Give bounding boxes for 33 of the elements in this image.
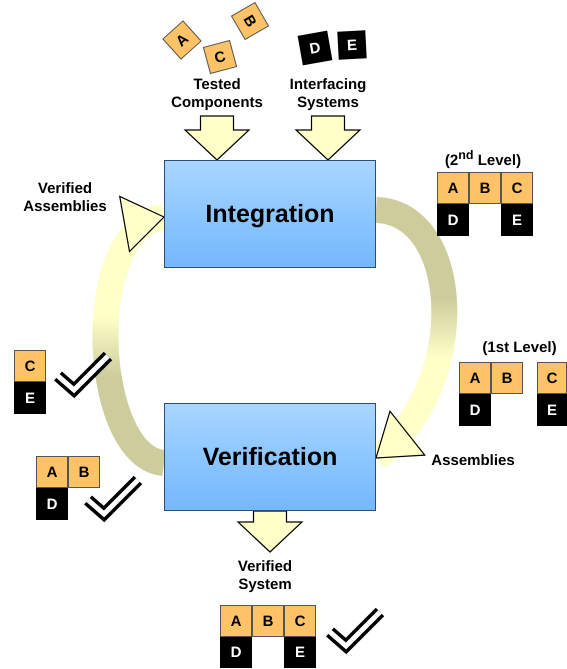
letter-tile: A [459, 362, 491, 394]
letter-tile: E [284, 637, 316, 668]
letter-tile: B [469, 172, 501, 204]
letter-tile: E [501, 204, 533, 236]
letter-tile: C [537, 362, 567, 394]
letter-tile: E [537, 394, 567, 426]
letter-tile: A [36, 456, 68, 488]
block-arrow [183, 115, 251, 161]
block-arrow [236, 510, 304, 553]
letter-tile: B [230, 2, 270, 40]
letter-tile: A [220, 605, 252, 637]
letter-tile: D [36, 488, 68, 520]
letter-tile: D [298, 30, 332, 66]
letter-tile: A [162, 20, 202, 60]
letter-tile: D [459, 394, 491, 426]
letter-tile: C [202, 40, 238, 74]
letter-tile: A [437, 172, 469, 204]
input-label: Verified System [215, 556, 315, 596]
letter-tile: E [14, 382, 46, 414]
letter-tile: E [337, 30, 367, 60]
group-caption: (1st Level) [481, 339, 558, 357]
letter-tile: D [437, 204, 469, 236]
block-arrow [294, 115, 362, 161]
letter-tile: C [284, 605, 316, 637]
letter-tile: B [491, 362, 523, 394]
letter-tile: D [220, 637, 252, 668]
letter-tile: C [14, 350, 46, 382]
letter-tile: C [501, 172, 533, 204]
process-box: Verification [164, 403, 376, 511]
group-caption: (2$^{nd}$ Level) [444, 148, 522, 170]
letter-tile: B [252, 605, 284, 637]
letter-tile: B [68, 456, 100, 488]
process-box: Integration [164, 160, 376, 268]
